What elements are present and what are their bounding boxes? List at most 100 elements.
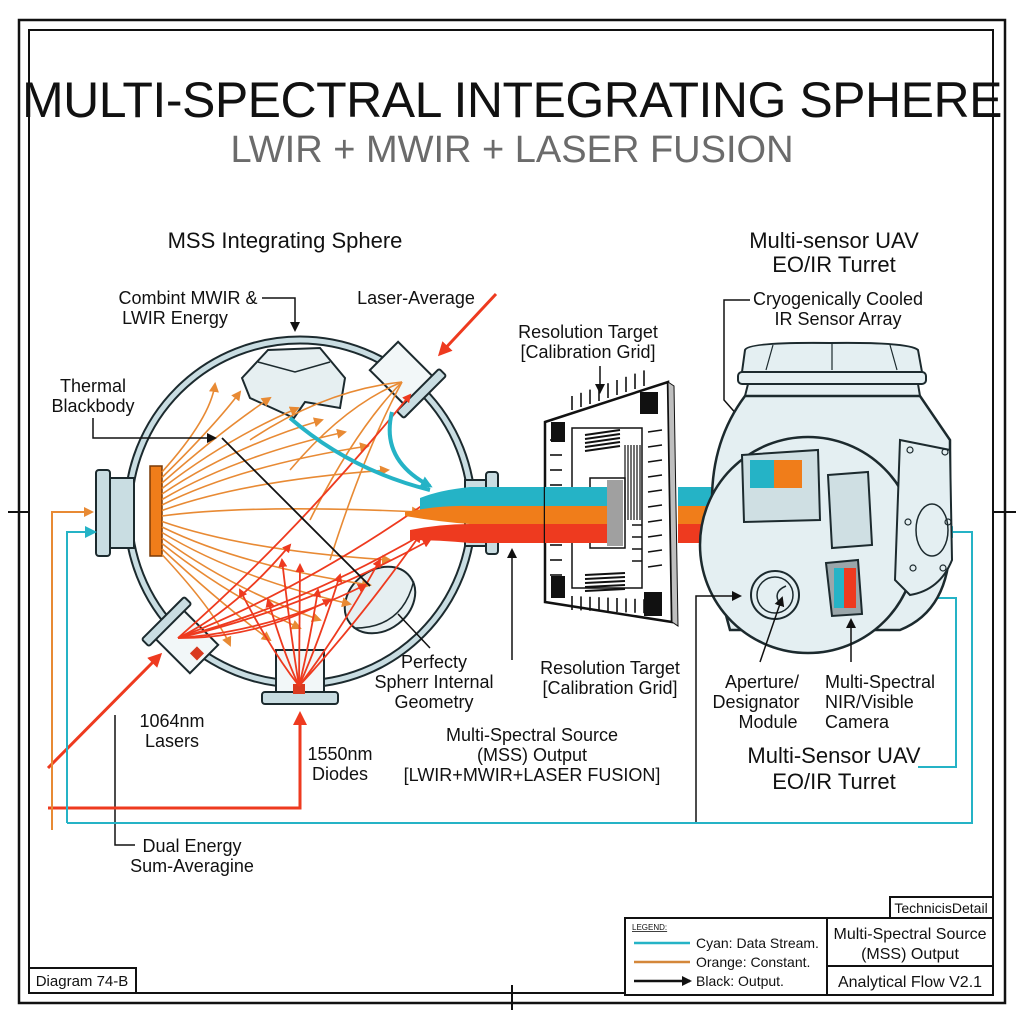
laser-ray — [177, 528, 432, 639]
target-bar — [647, 534, 663, 538]
thermal-ray — [161, 390, 242, 479]
diode-ray — [298, 533, 422, 687]
turret-footer-heading-1: Multi-Sensor UAV — [747, 743, 921, 768]
label-dual-energy-1: Dual Energy — [142, 836, 241, 856]
eo-ir-turret: Multi-sensor UAV EO/IR Turret Cryogenica… — [695, 228, 954, 822]
label-laser-average: Laser-Average — [357, 288, 475, 308]
thermal-ray — [161, 396, 272, 484]
target-bar — [647, 429, 663, 433]
resolution-target: Resolution Target [Calibration Grid] Res… — [518, 322, 680, 698]
combined-energy-pointer — [262, 297, 300, 332]
cyan-feedback-line — [66, 526, 97, 823]
page-title: MULTI-SPECTRAL INTEGRATING SPHERE — [22, 72, 1002, 128]
center-window — [826, 470, 874, 550]
label-dual-energy-2: Sum-Averagine — [130, 856, 254, 876]
camera-label-2: NIR/Visible — [825, 692, 914, 712]
thermal-blackbody-pointer — [92, 418, 217, 443]
target-bar — [584, 580, 626, 584]
label-internal-geometry-1: Perfecty — [401, 652, 467, 672]
laser-ray — [177, 393, 412, 639]
laser-ray — [177, 599, 332, 639]
diagram-id-box: Diagram 74-B — [28, 967, 137, 994]
target-corner-block — [644, 592, 662, 616]
laser-input-arrow-top — [437, 292, 498, 357]
turret-heading-2: EO/IR Turret — [772, 252, 895, 277]
legend-label-1: Orange: Constant. — [696, 954, 810, 970]
thermal-ray — [161, 428, 347, 501]
turret-footer-heading-2: EO/IR Turret — [772, 769, 895, 794]
target-bar — [584, 576, 626, 580]
thermal-blackbody-plate — [149, 465, 163, 557]
target-corner-block — [640, 392, 658, 414]
orange-feedback-line — [51, 507, 94, 830]
label-combined-energy-1: Combint MWIR & — [118, 288, 257, 308]
diode-ray — [298, 558, 381, 687]
legend-label-0: Cyan: Data Stream. — [696, 935, 819, 951]
target-top-label-2: [Calibration Grid] — [520, 342, 655, 362]
target-bar — [647, 459, 663, 463]
laser-ray — [177, 584, 367, 639]
turret-heading-1: Multi-sensor UAV — [749, 228, 919, 253]
label-internal-geometry-3: Geometry — [394, 692, 473, 712]
camera-label-1: Multi-Spectral — [825, 672, 935, 692]
target-bar — [647, 474, 663, 478]
diode-ray — [298, 573, 343, 687]
thermal-ray — [161, 465, 390, 512]
target-bar — [584, 437, 621, 444]
sensor-array-label-1: Cryogenically Cooled — [753, 289, 923, 309]
target-top-label-1: Resolution Target — [518, 322, 658, 342]
internal-reference-line — [221, 437, 371, 587]
label-combined-energy-2: LWIR Energy — [122, 308, 228, 328]
target-bar — [584, 588, 626, 592]
aperture-label-3: Module — [738, 712, 797, 732]
target-bar — [647, 519, 663, 523]
label-1550nm-2: Diodes — [312, 764, 368, 784]
side-port — [915, 503, 949, 557]
ir-sensor-array — [740, 448, 822, 524]
thermal-ray — [161, 520, 392, 565]
cyan-stream-2 — [387, 411, 433, 488]
aperture-outer-pointer — [695, 591, 742, 822]
diode-ray — [239, 588, 300, 687]
target-bar — [584, 429, 621, 436]
target-bar — [647, 444, 663, 448]
target-bar — [647, 504, 663, 508]
beam-cyan-converge — [420, 487, 470, 512]
aperture-module — [750, 570, 800, 620]
target-bar — [647, 489, 663, 493]
label-thermal-blackbody-1: Thermal — [60, 376, 126, 396]
target-bar — [584, 584, 626, 588]
aperture-pointer — [759, 596, 785, 663]
camera-label-3: Camera — [825, 712, 890, 732]
laser-ray — [177, 498, 432, 639]
beam-red-converge — [410, 524, 470, 543]
laser-port-bottom-left — [141, 596, 220, 675]
target-bar — [647, 564, 663, 568]
target-corner-block — [551, 576, 565, 598]
laser-rays — [177, 393, 432, 687]
target-bottom-label-2: [Calibration Grid] — [542, 678, 677, 698]
thermal-ray — [161, 548, 272, 642]
thermal-ray — [329, 381, 403, 561]
laser-port-top-right — [368, 340, 447, 419]
label-thermal-blackbody-2: Blackbody — [51, 396, 134, 416]
diode-ray — [298, 588, 322, 687]
target-corner-block — [551, 422, 565, 442]
cyan-loop-to-turret — [67, 526, 973, 824]
laser-ray — [177, 543, 292, 639]
label-internal-geometry-2: Spherr Internal — [374, 672, 493, 692]
nir-visible-camera — [824, 558, 864, 618]
thermal-ray — [161, 506, 422, 517]
internal-geometry-pointer — [397, 613, 431, 649]
integrating-sphere: MSS Integrating Sphere — [51, 228, 499, 876]
diagram-id: Diagram 74-B — [36, 973, 129, 990]
thermal-ray — [249, 381, 403, 441]
laser-ray — [177, 539, 432, 639]
sphere-heading: MSS Integrating Sphere — [168, 228, 403, 253]
aperture-label-2: Designator — [712, 692, 799, 712]
title-block-detail: TechnicisDetail — [894, 900, 987, 916]
target-bar — [647, 549, 663, 553]
page-subtitle: LWIR + MWIR + LASER FUSION — [230, 129, 793, 171]
dual-energy-pointer — [114, 715, 135, 846]
